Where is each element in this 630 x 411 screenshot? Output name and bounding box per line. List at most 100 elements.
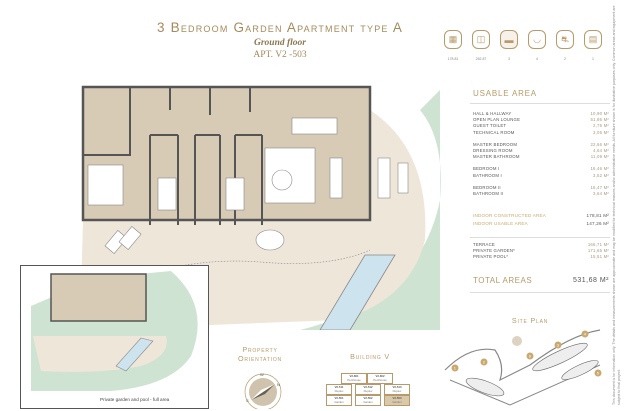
total-label: TOTAL AREAS [473,276,533,285]
area-label: TERRACE [473,242,495,247]
storage-icon: ▤ [584,30,602,49]
summary-value: 2 [564,57,566,61]
unit-id: V2-511 [334,385,344,389]
summary-value: 178.81 [447,57,459,61]
orientation-title-line: Orientation [238,354,282,363]
unit-type: Penthouse [373,377,387,382]
orientation-title-line: Property [242,345,278,354]
area-row: INDOOR USABLE AREA 147,26 M² [473,221,609,226]
site-marker [480,358,488,366]
unit-type: Garden [363,399,373,404]
site-marker-label: 2 [483,360,486,365]
unit-id: V2-602 [375,374,385,378]
disclaimer: This document is for information only. T… [612,5,621,405]
area-label: DRESSING ROOM [473,148,513,153]
area-row: INDOOR CONSTRUCTED AREA 178,81 M² [473,213,609,218]
apartment-number: APT. V2 -503 [253,50,307,60]
summary-value: 262.87 [475,57,487,61]
area-value: 147,26 M² [586,221,609,226]
unit-type: Duplex [363,388,373,393]
unit-id: V2-512 [363,385,373,389]
area-row: TERRACE 166,71 M² [473,242,609,247]
area-row: BEDROOM II 16,47 M² [473,185,609,190]
floorplan-icon: ▦ [444,30,462,49]
area-value: 16,46 M² [590,166,609,172]
area-label: PRIVATE POOL* [473,254,509,260]
unit-type: Penthouse [347,377,361,382]
garden-overview-inset [20,265,209,409]
site-plan-title: Site Plan [511,316,549,325]
area-value: 16,47 M² [590,184,609,190]
area-label: BEDROOM II [473,184,501,190]
area-value: 178,81 M² [586,213,609,218]
unit-id: V2-501 [334,396,344,400]
bed-icon: ▬ [500,30,518,49]
site-marker [526,352,534,360]
summary-value: 3 [508,57,510,61]
unit-id: V2-601 [349,374,359,378]
building-title: Building V [350,352,390,361]
compass-icon: S N W [244,372,282,409]
area-value: 10,90 M² [590,111,609,116]
area-value: 15,51 M² [590,254,609,260]
inset-caption: Private garden and pool - full area [100,397,170,402]
plot-icon: ◫ [472,30,490,49]
compass-south: S [246,398,249,403]
area-row: PRIVATE POOL* 15,51 M² [473,254,609,259]
bathtub-icon: ◡ [528,30,546,49]
area-label: MASTER BATHROOM [473,154,520,160]
area-value: 11,09 M² [590,154,609,160]
site-marker-label: 5 [597,371,600,376]
compass-west: W [260,372,264,377]
area-row: HALL & HALLWAY 10,90 M² [473,111,609,116]
site-marker [554,341,562,349]
area-row: TECHNICAL ROOM 3,05 M² [473,130,609,135]
area-row: BATHROOM I 3,52 M² [473,173,609,178]
lawn [300,90,441,330]
site-marker [581,330,589,338]
summary-value: 1 [592,57,594,61]
unit-type: Duplex [334,388,344,393]
area-label: TECHNICAL ROOM [473,129,515,135]
page-title: 3 Bedroom Garden Apartment type A [156,20,404,35]
unit-type: Garden [392,399,402,404]
site-marker [594,369,602,377]
pool [319,254,396,330]
area-label: INDOOR CONSTRUCTED AREA [473,213,547,218]
area-value: 166,71 M² [587,242,609,247]
area-row: MASTER BATHROOM 11,09 M² [473,154,609,159]
area-label: INDOOR USABLE AREA [473,221,528,226]
summary-value: 4 [536,57,538,61]
area-value: 3,52 M² [593,172,609,178]
area-label: BATHROOM I [473,172,502,178]
area-label: HALL & HALLWAY [473,111,512,116]
area-label: GUEST TOILET [473,123,507,129]
area-label: PRIVATE GARDEN* [473,248,515,254]
area-value: 3,64 M² [593,191,609,196]
area-label: MASTER BEDROOM [473,141,518,147]
area-label: BATHROOM II [473,191,504,196]
area-label: BEDROOM I [473,166,500,172]
area-value: 3,05 M² [593,129,609,135]
site-marker-label: 1 [454,366,457,371]
site-marker-label: 6 [529,354,532,359]
site-marker [451,364,459,372]
unit-id: V2-513 [392,385,402,389]
area-row: GUEST TOILET 2,75 M² [473,123,609,128]
site-marker-label: 4 [584,332,587,337]
area-value: 2,75 M² [593,123,609,129]
compass-north: N [277,382,280,387]
usable-area-title: USABLE AREA [473,89,537,98]
